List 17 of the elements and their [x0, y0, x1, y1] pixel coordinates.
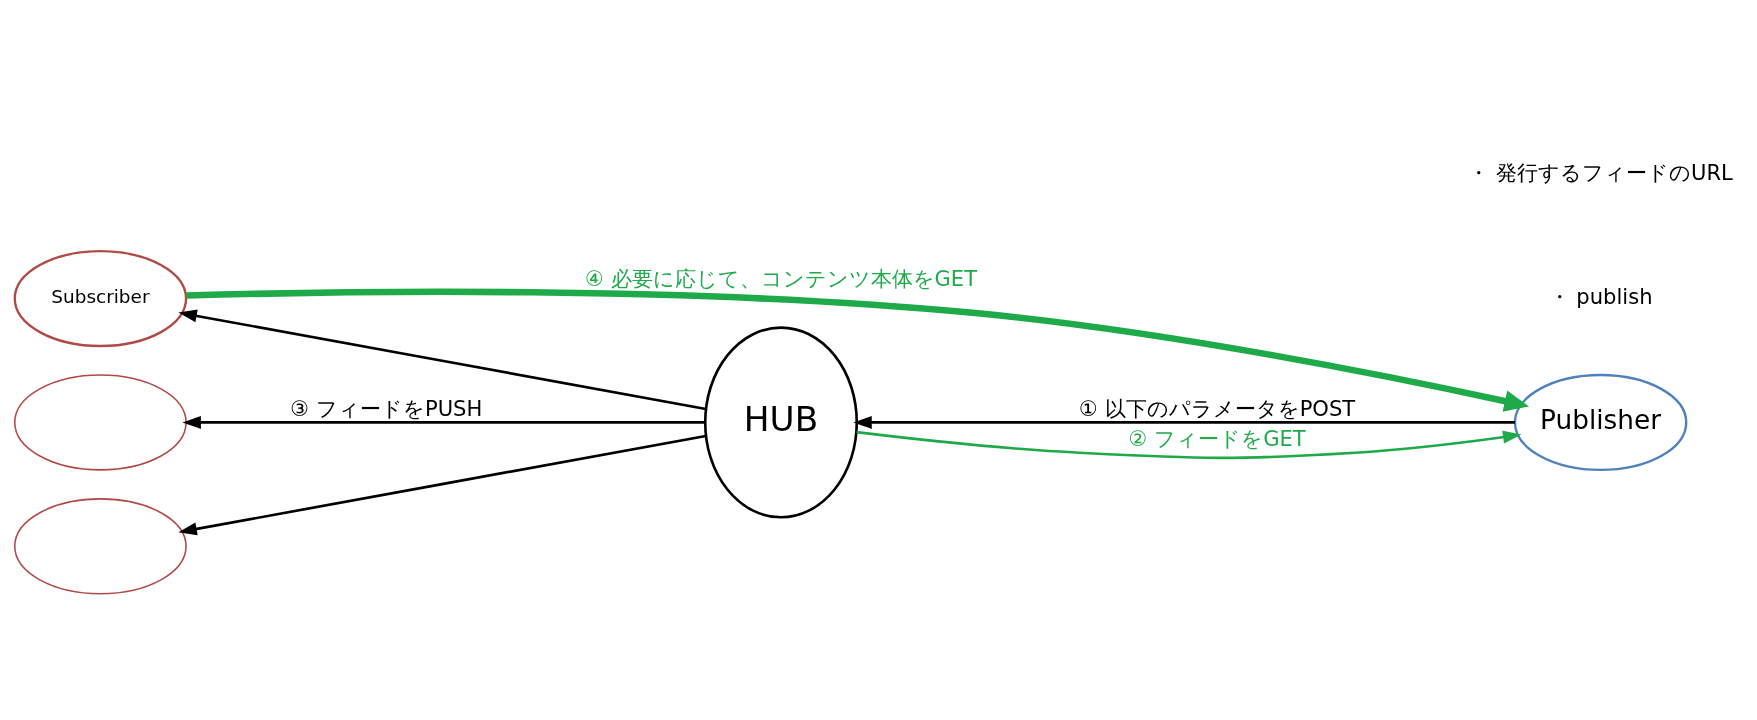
arrow	[182, 415, 706, 429]
node-ellipse: HUB	[703, 325, 859, 519]
label: ・ 発行するフィードのURL	[1468, 159, 1733, 185]
edge-label: ① 以下のパラメータをPOST	[1079, 395, 1356, 421]
arrow	[178, 309, 707, 410]
arrow	[186, 288, 1530, 412]
edge-label: ② フィードをGET	[1128, 425, 1306, 451]
node-ellipse: Publisher	[1513, 373, 1688, 471]
edge-label: ④ 必要に応じて、コンテンツ本体をGET	[584, 265, 978, 291]
node-ellipse	[13, 373, 187, 471]
arrow	[853, 415, 1515, 429]
edge-label: ③ フィードをPUSH	[290, 395, 483, 421]
arrow	[178, 434, 707, 535]
node-ellipse: Subscriber	[13, 249, 188, 347]
arrow	[856, 430, 1522, 459]
node-ellipse	[13, 497, 187, 594]
label: ・ publish	[1548, 283, 1653, 309]
